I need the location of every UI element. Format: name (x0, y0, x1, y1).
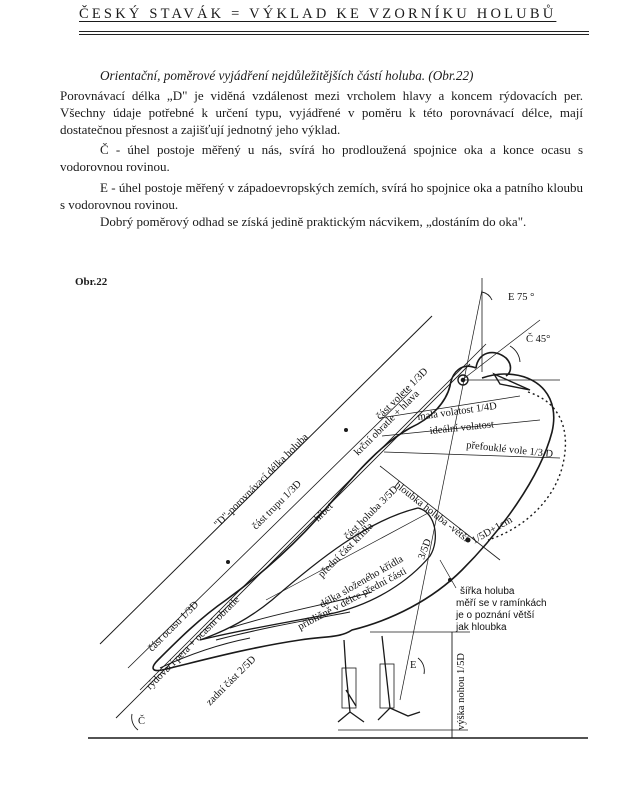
leg-right (378, 636, 420, 720)
label-zadni-cast: zadní část 2/5D (204, 654, 258, 708)
paragraph-angle-c: Č - úhel postoje měřený u nás, svírá ho … (60, 141, 583, 175)
pigeon-proportion-diagram: E 75 ° Č 45° E Č "D"-porovnávací délka h… (0, 258, 627, 778)
paragraph-estimate: Dobrý poměrový odhad se získá jedině pra… (60, 213, 583, 230)
label-angle-e: E (410, 660, 416, 671)
marker-dot-4 (448, 578, 452, 582)
label-krcni-obratle: krční obratle + hlava (352, 388, 422, 458)
label-sirka-line4: jak hloubka (455, 622, 507, 633)
sirka-pointer (440, 560, 456, 588)
label-sirka-line1: šířka holuba (460, 586, 515, 597)
label-vyska-nohou: výška nohou 1/5D (456, 653, 467, 730)
label-cast-holuba-35: část holuba 3/5D (342, 484, 400, 542)
paragraph-angle-e: E - úhel postoje měřený v západoevropský… (60, 179, 583, 213)
marker-dot-2 (344, 428, 348, 432)
label-priblizne: přibližně v délce přední části (296, 566, 408, 633)
paragraph-d-length: Porovnávací délka „D" je viděná vzdáleno… (60, 87, 583, 138)
paragraph-estimate-text: Dobrý poměrový odhad se získá jedině pra… (100, 214, 526, 229)
label-sirka-line3: je o poznání větší (455, 610, 535, 621)
intro-heading: Orientační, poměrové vyjádření nejdůleži… (100, 68, 473, 84)
marker-dot-1 (226, 560, 230, 564)
c45-arc (510, 346, 520, 362)
label-hrbet: hřbet (312, 501, 335, 524)
paragraph-angle-c-text: Č - úhel postoje měřený u nás, svírá ho … (60, 142, 583, 174)
label-idealni-volatost: ideální volatost (429, 419, 494, 437)
e75-arc (482, 292, 492, 300)
e-angle-arc (418, 658, 424, 674)
label-sirka-line2: měří se v ramínkách (456, 598, 547, 609)
header-rule-bottom (79, 34, 589, 35)
paragraph-angle-e-text: E - úhel postoje měřený v západoevropský… (60, 180, 583, 212)
label-prefoukle-vole: přefouklé vole 1/3 D (466, 440, 554, 460)
label-sirka-nota: 1/5D+1cm (470, 515, 514, 547)
label-c45: Č 45° (526, 333, 550, 345)
page-header-title: ČESKÝ STAVÁK = VÝKLAD KE VZORNÍKU HOLUBŮ (79, 6, 589, 23)
label-angle-c: Č (138, 715, 145, 727)
c45-ref-line (462, 320, 540, 380)
label-e75: E 75 ° (508, 292, 534, 303)
label-ratio-35: 3/5D (416, 537, 434, 561)
header-rule-top (79, 31, 589, 32)
